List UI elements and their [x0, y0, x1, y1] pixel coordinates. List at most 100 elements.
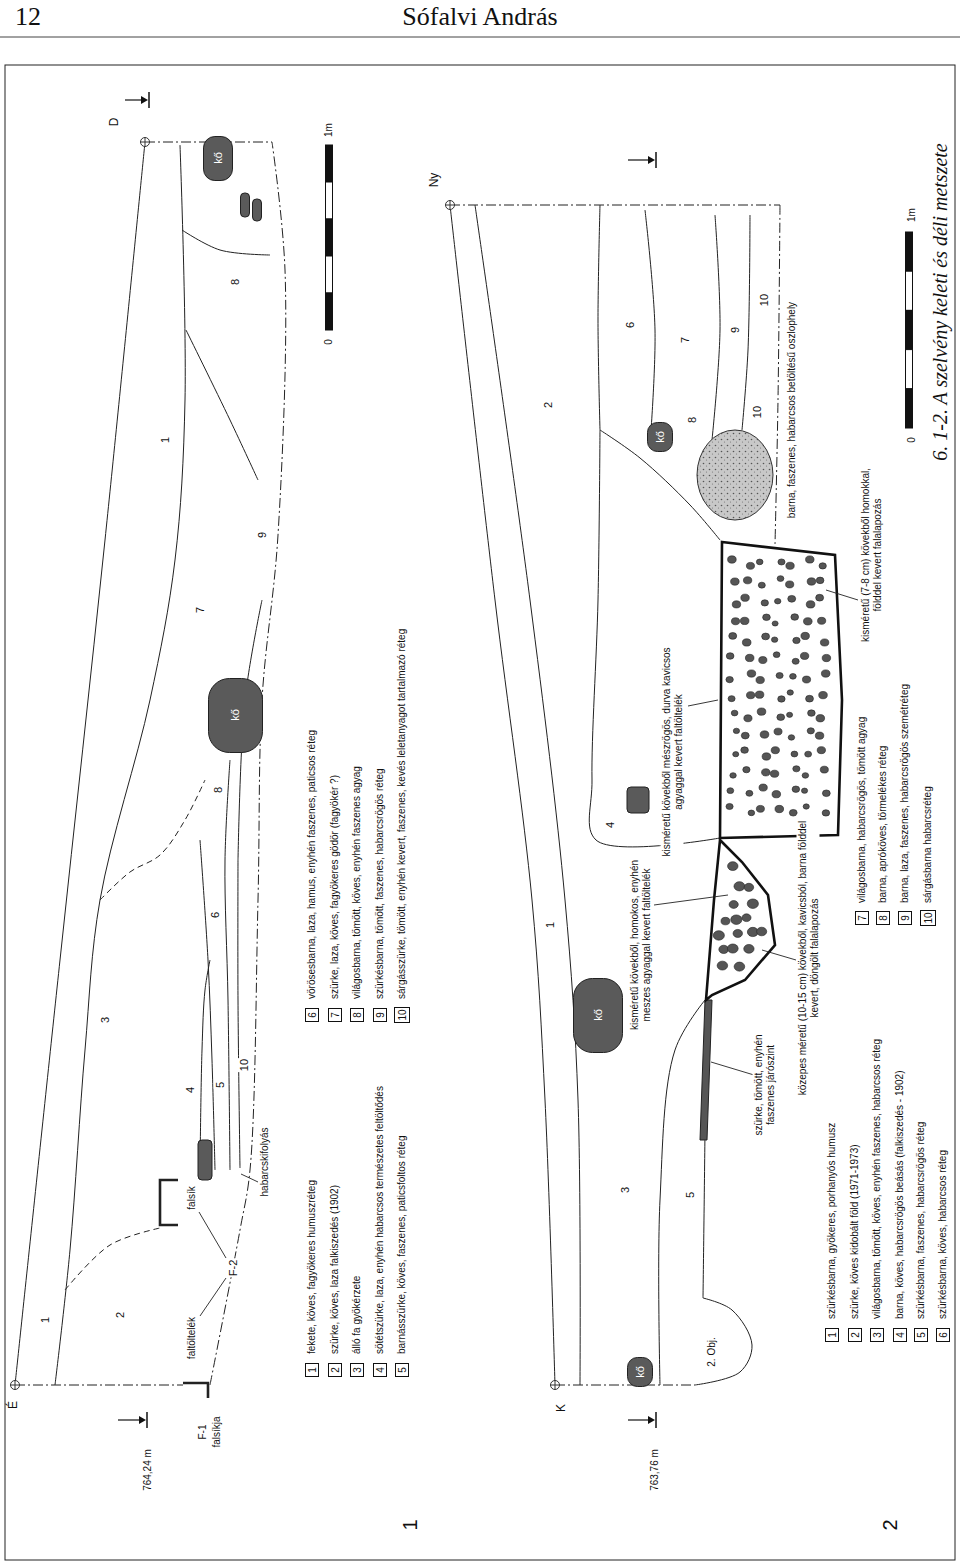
datum-marker	[655, 152, 657, 168]
leader-line	[241, 1174, 258, 1182]
survey-point	[141, 138, 150, 147]
stone	[241, 193, 250, 217]
pebble	[744, 944, 754, 953]
layer-number: 5	[214, 1081, 227, 1089]
layer-number-box: 5	[395, 1363, 409, 1377]
layer-number: 4	[184, 1086, 197, 1094]
pebble	[773, 652, 780, 658]
layer-number: 3	[352, 1367, 363, 1373]
stone: kő	[627, 1357, 653, 1387]
stone	[627, 787, 649, 813]
annotation: közepes méretű (10-15 cm) kövekből, kavi…	[797, 815, 820, 1102]
layer-number: 1	[307, 1367, 318, 1373]
pebble	[728, 556, 737, 563]
pebble	[726, 653, 734, 660]
pebble	[807, 728, 814, 734]
layer-number: 1	[159, 436, 172, 444]
foundation-outline	[720, 542, 842, 838]
layer-number: 10	[923, 912, 934, 923]
legend-text: álló fa gyökérzete	[351, 1276, 363, 1354]
layer-boundary	[598, 205, 600, 430]
pebble	[734, 962, 745, 971]
datum-marker	[648, 156, 655, 164]
layer-boundary	[475, 205, 580, 1385]
layer-number-box: 4	[893, 1328, 907, 1342]
pebble	[746, 790, 753, 796]
layer-number: 9	[900, 915, 911, 921]
number-box-border	[899, 912, 912, 925]
survey-point	[11, 1381, 20, 1390]
header-rule	[0, 37, 960, 38]
pebble	[719, 945, 729, 953]
layer-boundary	[742, 215, 750, 430]
scale-bar-segment	[326, 182, 333, 219]
pebble	[727, 944, 738, 953]
pebble	[777, 714, 785, 721]
datum-marker	[628, 159, 649, 160]
leader-line	[688, 700, 718, 706]
datum-marker	[628, 1419, 649, 1420]
layer-boundary	[450, 205, 555, 1385]
layer-boundary	[65, 1228, 160, 1290]
layer-number-box: 4	[373, 1363, 387, 1377]
datum-marker	[146, 1412, 148, 1428]
pebble	[743, 577, 751, 584]
pebble	[732, 601, 740, 608]
number-box-border	[849, 1329, 862, 1342]
legend-text: vörösesbarna, laza, hamus, enyhén faszen…	[306, 730, 318, 999]
pebble	[778, 696, 785, 702]
posthole	[697, 430, 773, 520]
layer-number: 3	[872, 1332, 883, 1338]
pebble	[775, 598, 781, 603]
pebble	[787, 690, 793, 695]
pebble	[801, 632, 809, 639]
layer-number: 2	[850, 1332, 861, 1338]
layer-number-box: 10	[394, 1007, 410, 1023]
pebble	[757, 927, 767, 936]
survey-point	[551, 1381, 560, 1390]
leader-line	[826, 590, 858, 600]
layer-number: 3	[99, 1016, 112, 1024]
stone-fill	[204, 136, 233, 180]
section-number: 1	[399, 1518, 422, 1531]
pebble	[791, 751, 798, 757]
pebble	[770, 770, 778, 777]
pebble	[801, 788, 807, 793]
stone	[253, 199, 262, 221]
layer-boundary	[182, 230, 270, 255]
layer-number: 1	[544, 921, 557, 929]
pebble	[816, 577, 824, 584]
number-box-border	[329, 1009, 342, 1022]
number-box-border	[374, 1364, 387, 1377]
pebble	[734, 882, 745, 891]
pebble	[759, 657, 767, 664]
datum-marker	[148, 92, 150, 108]
pebble	[819, 563, 826, 569]
layer-number: 7	[330, 1012, 341, 1018]
section-number: 2	[879, 1518, 902, 1531]
legend-text: fekete, köves, fagyökeres humuszréteg	[306, 1180, 318, 1354]
layer-number: 7	[194, 606, 207, 614]
survey-point	[141, 138, 150, 147]
pebble	[762, 769, 770, 776]
pebble	[756, 559, 763, 565]
pebble	[741, 747, 749, 753]
stone	[198, 1140, 212, 1180]
legend-text: szürkésbarna, gyökeres, porhanyós humusz	[826, 1123, 838, 1319]
figure-caption: 6. 1-2. A szelvény keleti és déli metsze…	[929, 143, 952, 461]
pebble	[762, 753, 771, 760]
layer-number: 2	[542, 401, 555, 409]
pebble	[820, 766, 828, 773]
pebble	[793, 766, 800, 772]
scale-bar-segment	[326, 293, 333, 330]
layer-boundary	[200, 960, 210, 1170]
pebble	[733, 929, 742, 937]
legend-text: sötétszürke, laza, enyhén habarcsos term…	[374, 1086, 386, 1354]
annotation: faltöltelék	[186, 1316, 198, 1360]
stone-fill	[628, 1358, 653, 1387]
pebble	[760, 731, 769, 738]
layer-number: 5	[916, 1332, 927, 1338]
number-box-border	[826, 1329, 839, 1342]
datum-marker	[118, 1419, 140, 1420]
